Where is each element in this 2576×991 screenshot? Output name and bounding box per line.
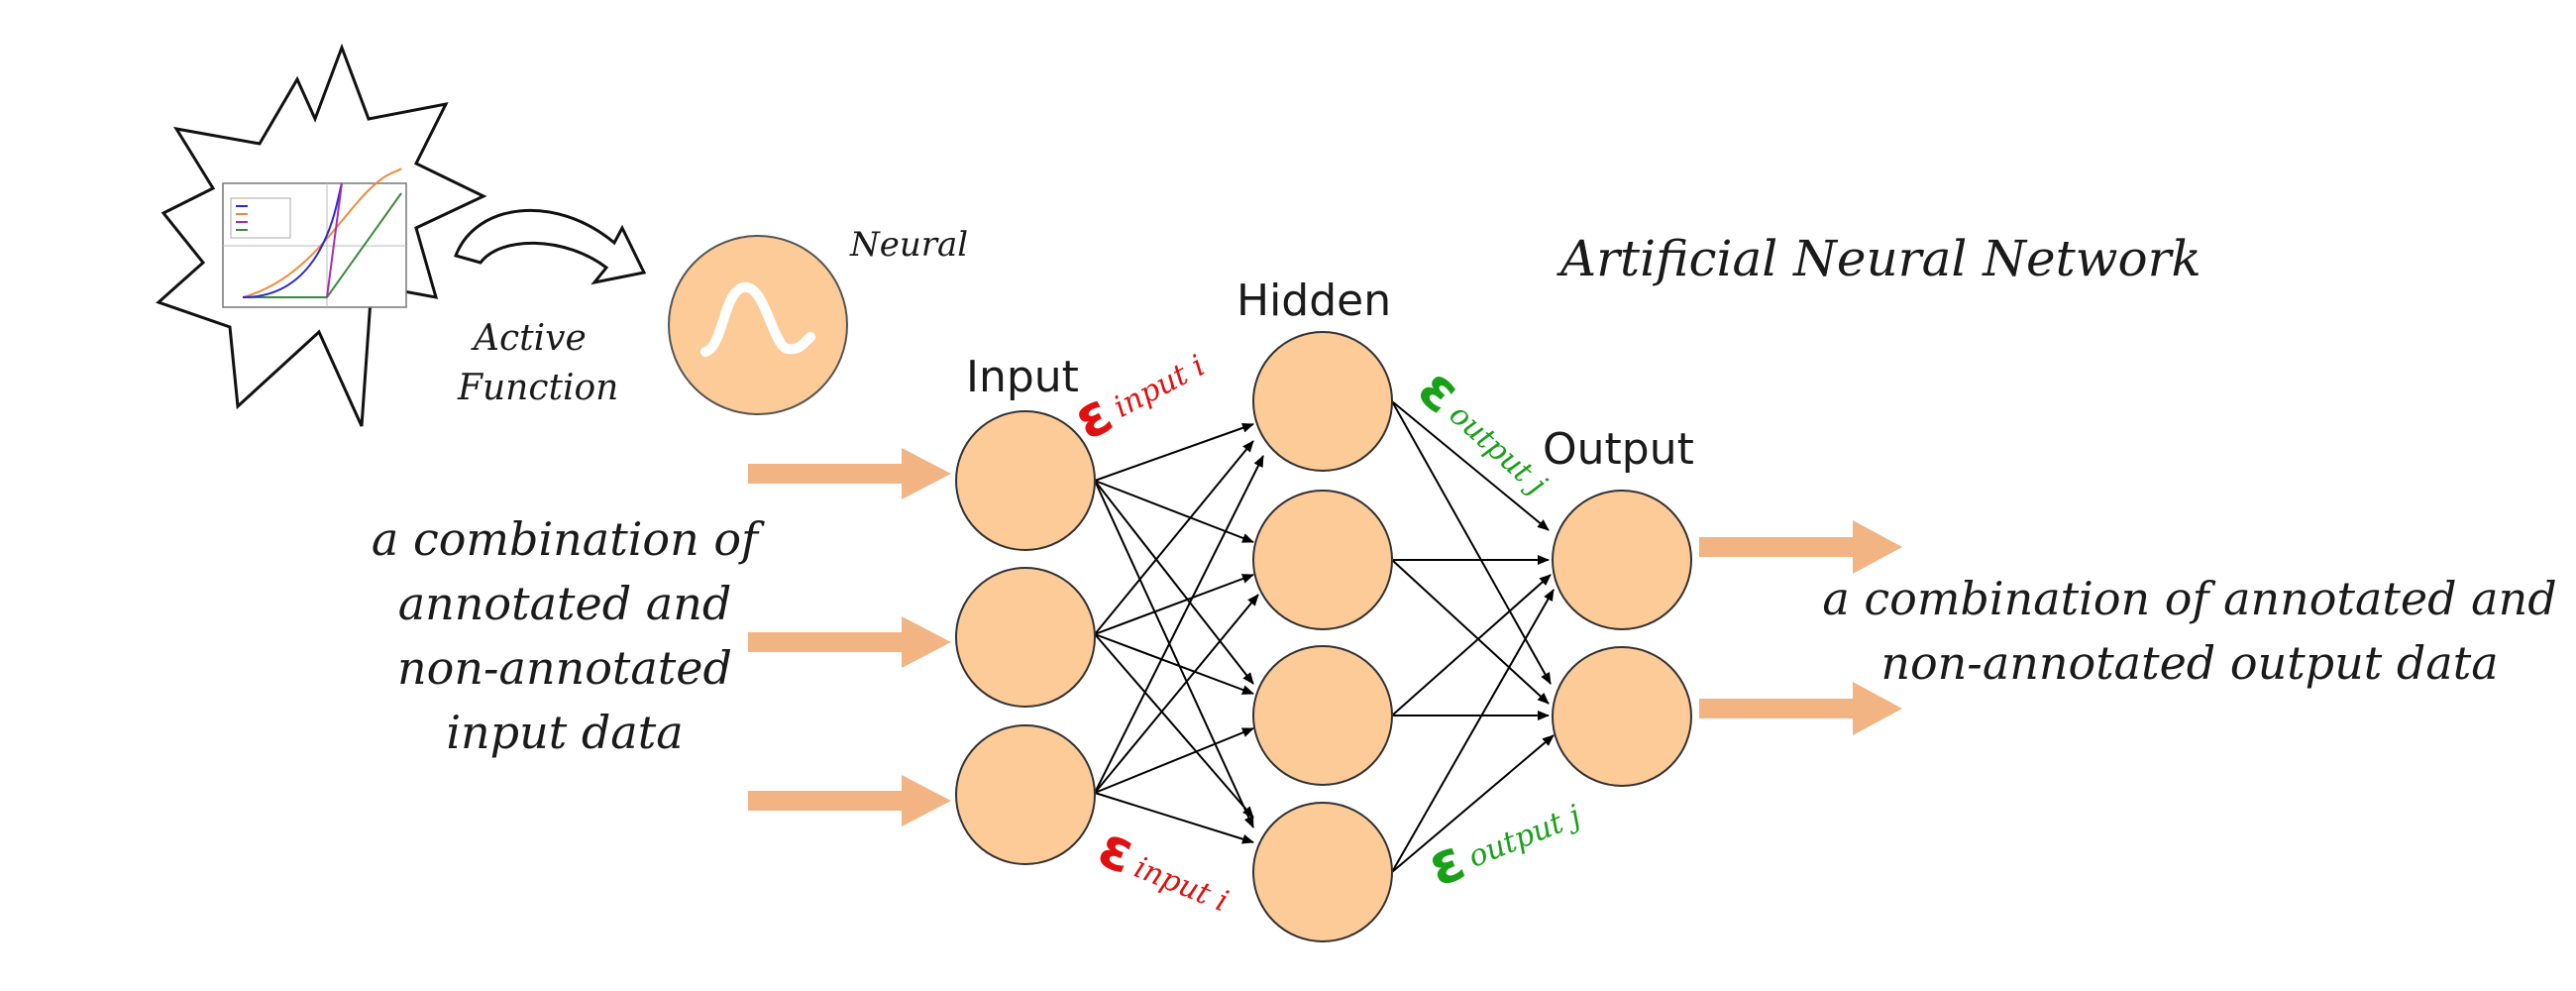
epsilon-symbol: ε <box>1419 826 1473 900</box>
input-arrows <box>748 448 951 826</box>
error-output-bottom: ε output j <box>1419 799 1586 900</box>
activation-function-plot-icon <box>222 167 407 308</box>
neural-label: Neural <box>849 225 968 265</box>
curved-arrow <box>454 208 647 285</box>
input-description-line: input data <box>446 706 683 759</box>
activation-function-starburst <box>156 43 487 427</box>
error-input-top: ε input i <box>1063 349 1211 454</box>
input-description-line: annotated and <box>398 577 732 630</box>
hidden-node-4 <box>1252 802 1393 942</box>
output-description: a combination of annotated and non-annot… <box>1822 572 2556 690</box>
active-function-label-line2: Function <box>457 368 618 408</box>
error-output-top-label: output j <box>1443 397 1554 502</box>
input-node-3 <box>955 724 1096 865</box>
output-node-1 <box>1552 490 1692 630</box>
neuron-icon <box>668 235 848 415</box>
hidden-layer-label: Hidden <box>1236 275 1391 326</box>
output-description-line: non-annotated output data <box>1880 636 2498 690</box>
input-node-2 <box>955 567 1096 708</box>
output-arrow-1 <box>1699 520 1902 574</box>
hidden-node-1 <box>1252 331 1393 472</box>
input-node-1 <box>955 410 1096 551</box>
error-input-bottom: ε input i <box>1090 813 1234 920</box>
diagram-title: Artificial Neural Network <box>1556 230 2201 287</box>
output-node-2 <box>1552 646 1692 787</box>
input-description-line: a combination of <box>372 512 765 566</box>
output-arrow-2 <box>1699 682 1902 735</box>
error-output-bottom-label: output j <box>1463 799 1585 875</box>
input-layer-nodes <box>955 410 1096 865</box>
output-layer-nodes <box>1552 490 1692 787</box>
input-layer-label: Input <box>966 352 1079 402</box>
error-input-top-label: input i <box>1108 349 1211 425</box>
active-function-label-line1: Active <box>471 318 587 359</box>
input-arrow-1 <box>748 448 951 499</box>
output-layer-label: Output <box>1543 424 1694 475</box>
input-arrow-2 <box>748 616 951 668</box>
output-description-line: a combination of annotated and <box>1822 572 2556 625</box>
input-description-line: non-annotated <box>397 641 732 695</box>
hidden-node-2 <box>1252 490 1393 630</box>
input-arrow-3 <box>748 775 951 826</box>
input-description: a combination of annotated and non-annot… <box>372 512 765 759</box>
hidden-node-3 <box>1252 645 1393 786</box>
hidden-layer-nodes <box>1252 331 1393 942</box>
connections <box>1094 400 1555 873</box>
error-input-bottom-label: input i <box>1129 850 1234 919</box>
output-arrows <box>1699 520 1902 735</box>
